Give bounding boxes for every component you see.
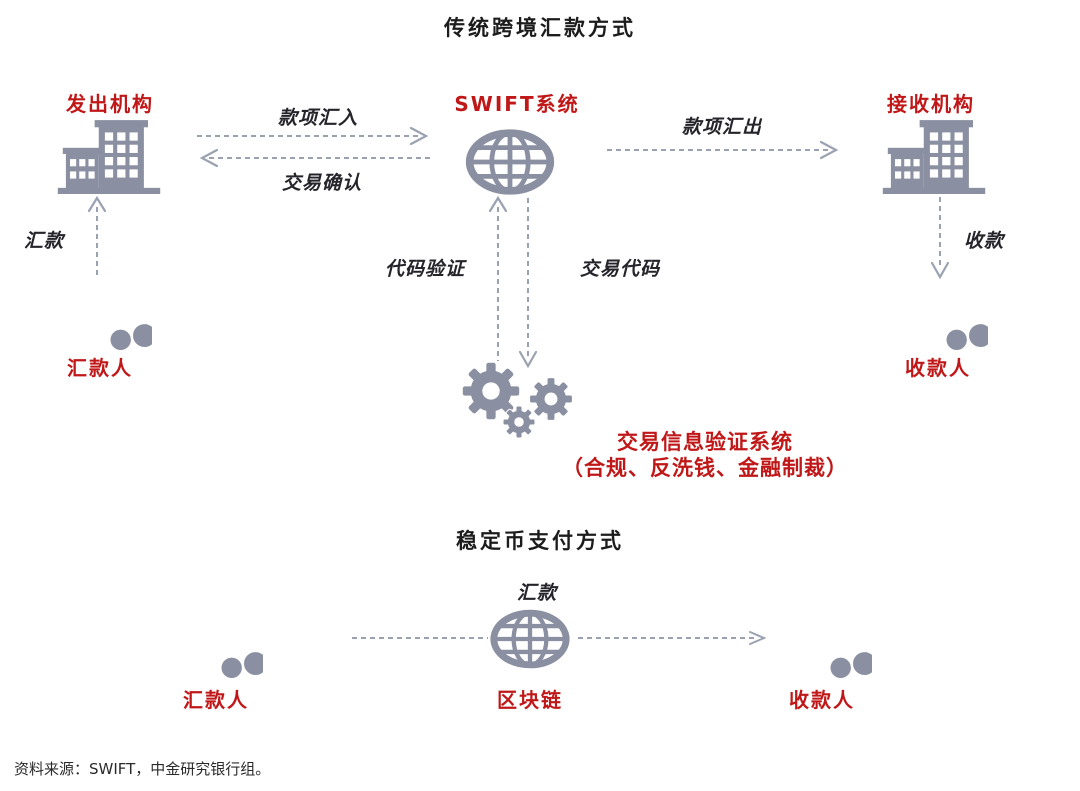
arrow-code-verify-up [488, 195, 508, 363]
verification-system-line1: 交易信息验证系统 [617, 430, 793, 454]
payee-people-icon [888, 282, 988, 350]
arrow-funds-in-right [195, 126, 433, 146]
arrow-funds-out-right [605, 140, 843, 160]
arrow-tx-code-down [518, 198, 538, 370]
arrow-confirm-left [195, 148, 433, 168]
arrow-remit-up [87, 195, 107, 281]
traditional-section-title: 传统跨境汇款方式 [444, 16, 636, 40]
stablecoin-payee-people-icon [772, 610, 872, 678]
dashed-line-remitter-blockchain [352, 630, 490, 646]
swift-system-label: SWIFT系统 [454, 92, 580, 116]
arrow-receive-down [930, 197, 950, 281]
flow-funds-in-label: 款项汇入 [277, 107, 358, 129]
flow-code-verify-label: 代码验证 [384, 258, 465, 280]
receiver-org-label: 接收机构 [887, 92, 975, 116]
blockchain-label: 区块链 [497, 688, 563, 712]
payee-label: 收款人 [905, 356, 971, 380]
flow-confirm-label: 交易确认 [281, 172, 362, 194]
stablecoin-remitter-label: 汇款人 [183, 688, 249, 712]
receiver-building-icon [880, 116, 988, 194]
blockchain-globe-icon [484, 608, 576, 670]
flow-tx-code-label: 交易代码 [579, 258, 660, 280]
verification-system-caption: 交易信息验证系统 （合规、反洗钱、金融制裁） [553, 429, 857, 481]
arrow-blockchain-payee [578, 630, 770, 646]
verification-system-line2: （合规、反洗钱、金融制裁） [562, 456, 848, 480]
stablecoin-flow-remit-label: 汇款 [516, 582, 557, 604]
swift-globe-icon [462, 126, 558, 198]
stablecoin-remitter-people-icon [163, 610, 263, 678]
remitter-people-icon [52, 282, 152, 350]
flow-remit-label: 汇款 [24, 230, 65, 252]
flow-receive-label: 收款 [964, 230, 1005, 252]
stablecoin-section-title: 稳定币支付方式 [456, 529, 624, 553]
source-note: 资料来源：SWIFT，中金研究银行组。 [14, 760, 271, 778]
remitter-label: 汇款人 [67, 356, 133, 380]
stablecoin-payee-label: 收款人 [789, 688, 855, 712]
sender-building-icon [55, 116, 163, 194]
flow-funds-out-label: 款项汇出 [681, 116, 762, 138]
sender-org-label: 发出机构 [66, 92, 154, 116]
